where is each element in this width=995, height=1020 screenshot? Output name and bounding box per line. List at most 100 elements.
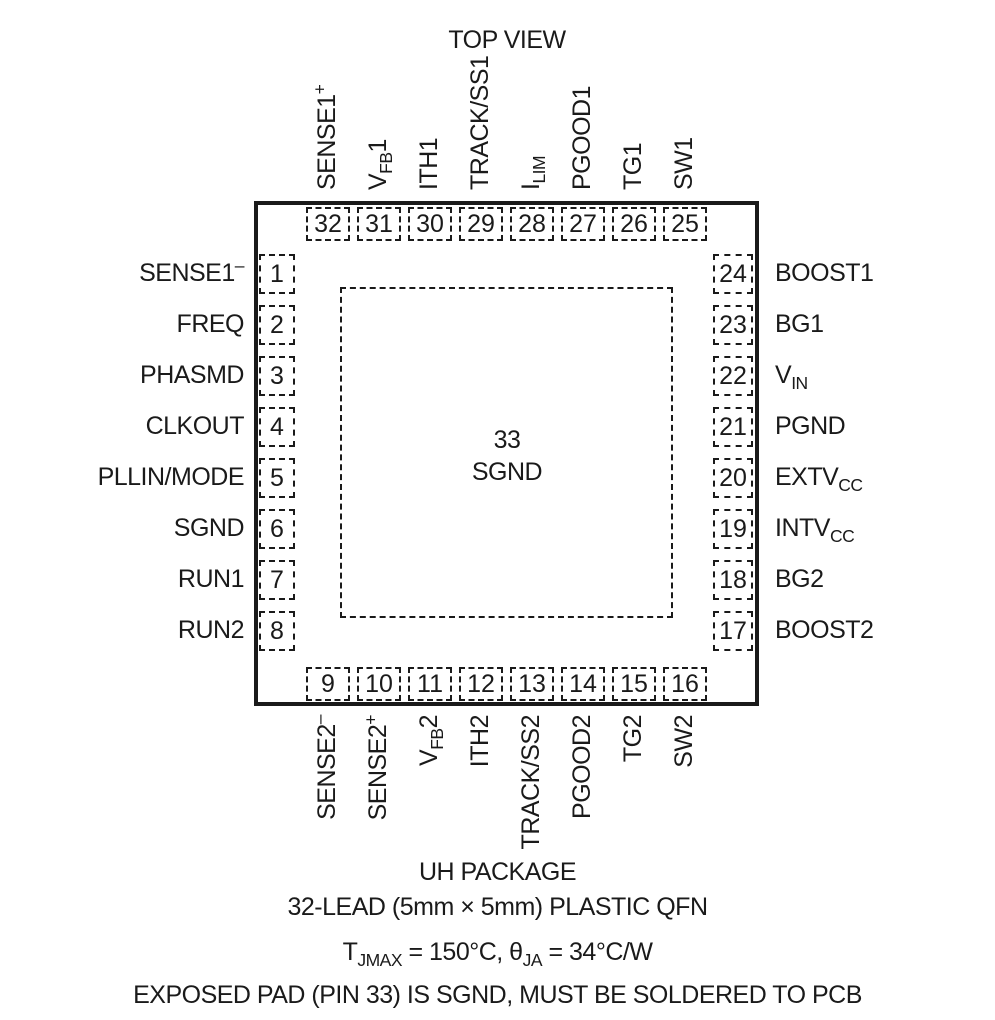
pin-9-label: SENSE2– <box>310 715 341 820</box>
pin-15-label: TG2 <box>619 715 647 763</box>
pin-name-subscript: CC <box>838 475 863 495</box>
pin-30-pad: 30 <box>408 207 452 241</box>
exposed-pad-note: EXPOSED PAD (PIN 33) IS SGND, MUST BE SO… <box>133 981 862 1009</box>
pin-11-label: VFB2 <box>415 715 447 766</box>
pin-12-label: ITH2 <box>466 715 494 768</box>
pin-17-pad: 17 <box>713 611 753 651</box>
pin-11-pad: 11 <box>408 667 452 701</box>
pin-31-pad: 31 <box>357 207 401 241</box>
pin-name-text: TRACK/SS1 <box>466 55 494 190</box>
pin-19-label: INTVCC <box>775 514 855 545</box>
pin-name-text: PHASMD <box>140 361 244 389</box>
pin-5-label: PLLIN/MODE <box>97 463 245 491</box>
diagram-title: TOP VIEW <box>448 26 566 54</box>
pin-name-superscript: + <box>309 84 330 95</box>
thermal-tjmax-value: = 150°C, θ <box>402 938 523 966</box>
pin-26-pad: 26 <box>612 207 656 241</box>
pin-18-label: BG2 <box>775 567 824 592</box>
pin-8-label: RUN2 <box>177 616 245 644</box>
pin-13-label: TRACK/SS2 <box>517 715 545 850</box>
pin-name-text: ITH1 <box>415 137 443 190</box>
pin-4-pad: 4 <box>259 407 295 447</box>
pin-name-text: RUN1 <box>177 565 245 593</box>
pin-name-text: INTV <box>775 514 830 542</box>
pin-name-text: EXTV <box>775 463 839 491</box>
pin-30-label: ITH1 <box>415 137 443 190</box>
package-outline <box>254 201 759 706</box>
pin-name-text: SENSE2 <box>364 724 392 821</box>
pin-name-superscript: – <box>234 255 245 276</box>
pin-32-pad: 32 <box>306 207 350 241</box>
package-description: 32-LEAD (5mm × 5mm) PLASTIC QFN <box>287 893 709 921</box>
pin-name-text: SGND <box>173 514 245 542</box>
pin-16-pad: 16 <box>663 667 707 701</box>
pin-25-label: SW1 <box>670 137 698 190</box>
pin-10-pad: 10 <box>357 667 401 701</box>
pin-27-label: PGOOD1 <box>568 86 596 190</box>
pin-16-label: SW2 <box>670 715 698 768</box>
pin-6-pad: 6 <box>259 509 295 549</box>
pin-name-suffix: 2 <box>415 715 443 729</box>
pin-name-text: RUN2 <box>177 616 245 644</box>
pin-name-text: PGOOD1 <box>568 86 596 190</box>
pin-name-text: SW2 <box>670 715 698 768</box>
pin-32-label: SENSE1+ <box>310 85 341 190</box>
pin-19-pad: 19 <box>713 509 753 549</box>
pin-14-pad: 14 <box>561 667 605 701</box>
pin-7-label: RUN1 <box>177 565 245 593</box>
pin-name-superscript: + <box>360 715 381 725</box>
pin-27-pad: 27 <box>561 207 605 241</box>
pin-7-pad: 7 <box>259 560 295 600</box>
pin-name-text: TG2 <box>619 715 647 763</box>
pin-29-pad: 29 <box>459 207 503 241</box>
pin-name-text: CLKOUT <box>145 412 245 440</box>
pin-name-text: ITH2 <box>466 715 494 768</box>
package-name: UH PACKAGE <box>418 858 577 886</box>
pin-14-label: PGOOD2 <box>568 715 596 819</box>
thermal-spec: TJMAX = 150°C, θJA = 34°C/W <box>0 938 995 969</box>
pin-name-text: V <box>775 361 792 389</box>
pin-1-pad: 1 <box>259 254 295 294</box>
pin-2-pad: 2 <box>259 305 295 345</box>
pin-name-text: FREQ <box>176 310 245 338</box>
pin-22-label: VIN <box>775 361 808 392</box>
pin-24-pad: 24 <box>713 254 753 294</box>
pin-name-text: SW1 <box>670 137 698 190</box>
pin-3-pad: 3 <box>259 356 295 396</box>
exposed-pad <box>340 287 673 618</box>
exposed-pad-number: 33 <box>493 426 521 454</box>
pin-4-label: CLKOUT <box>145 412 245 440</box>
pin-name-text: PLLIN/MODE <box>97 463 245 491</box>
pin-name-subscript: FB <box>427 728 447 750</box>
pin-6-label: SGND <box>173 514 245 542</box>
pin-22-pad: 22 <box>713 356 753 396</box>
pin-name-text: BOOST1 <box>775 259 874 287</box>
pin-name-text: V <box>364 173 392 190</box>
pin-23-pad: 23 <box>713 305 753 345</box>
pin-name-text: BOOST2 <box>775 616 874 644</box>
pin-29-label: TRACK/SS1 <box>466 55 494 190</box>
pin-13-pad: 13 <box>510 667 554 701</box>
pin-9-pad: 9 <box>306 667 350 701</box>
pin-21-pad: 21 <box>713 407 753 447</box>
pin-name-subscript: FB <box>376 152 396 174</box>
pin-name-text: BG2 <box>775 565 824 593</box>
pin-name-text: TRACK/SS2 <box>517 715 545 850</box>
pin-28-pad: 28 <box>510 207 554 241</box>
pin-26-label: TG1 <box>619 142 647 190</box>
pin-28-label: ILIM <box>517 156 549 190</box>
pin-name-text: V <box>415 749 443 766</box>
pin-24-label: BOOST1 <box>775 259 874 287</box>
pin-3-label: PHASMD <box>140 363 244 388</box>
pin-2-label: FREQ <box>176 310 245 338</box>
pin-18-pad: 18 <box>713 560 753 600</box>
pin-12-pad: 12 <box>459 667 503 701</box>
pin-name-subscript: IN <box>791 373 808 393</box>
pin-name-superscript: – <box>309 715 330 725</box>
pin-name-text: TG1 <box>619 142 647 190</box>
pin-name-text: SENSE1 <box>313 94 341 190</box>
pin-31-label: VFB1 <box>364 139 396 190</box>
pin-name-text: PGND <box>775 412 846 440</box>
thermal-theta-value: = 34°C/W <box>542 938 653 966</box>
